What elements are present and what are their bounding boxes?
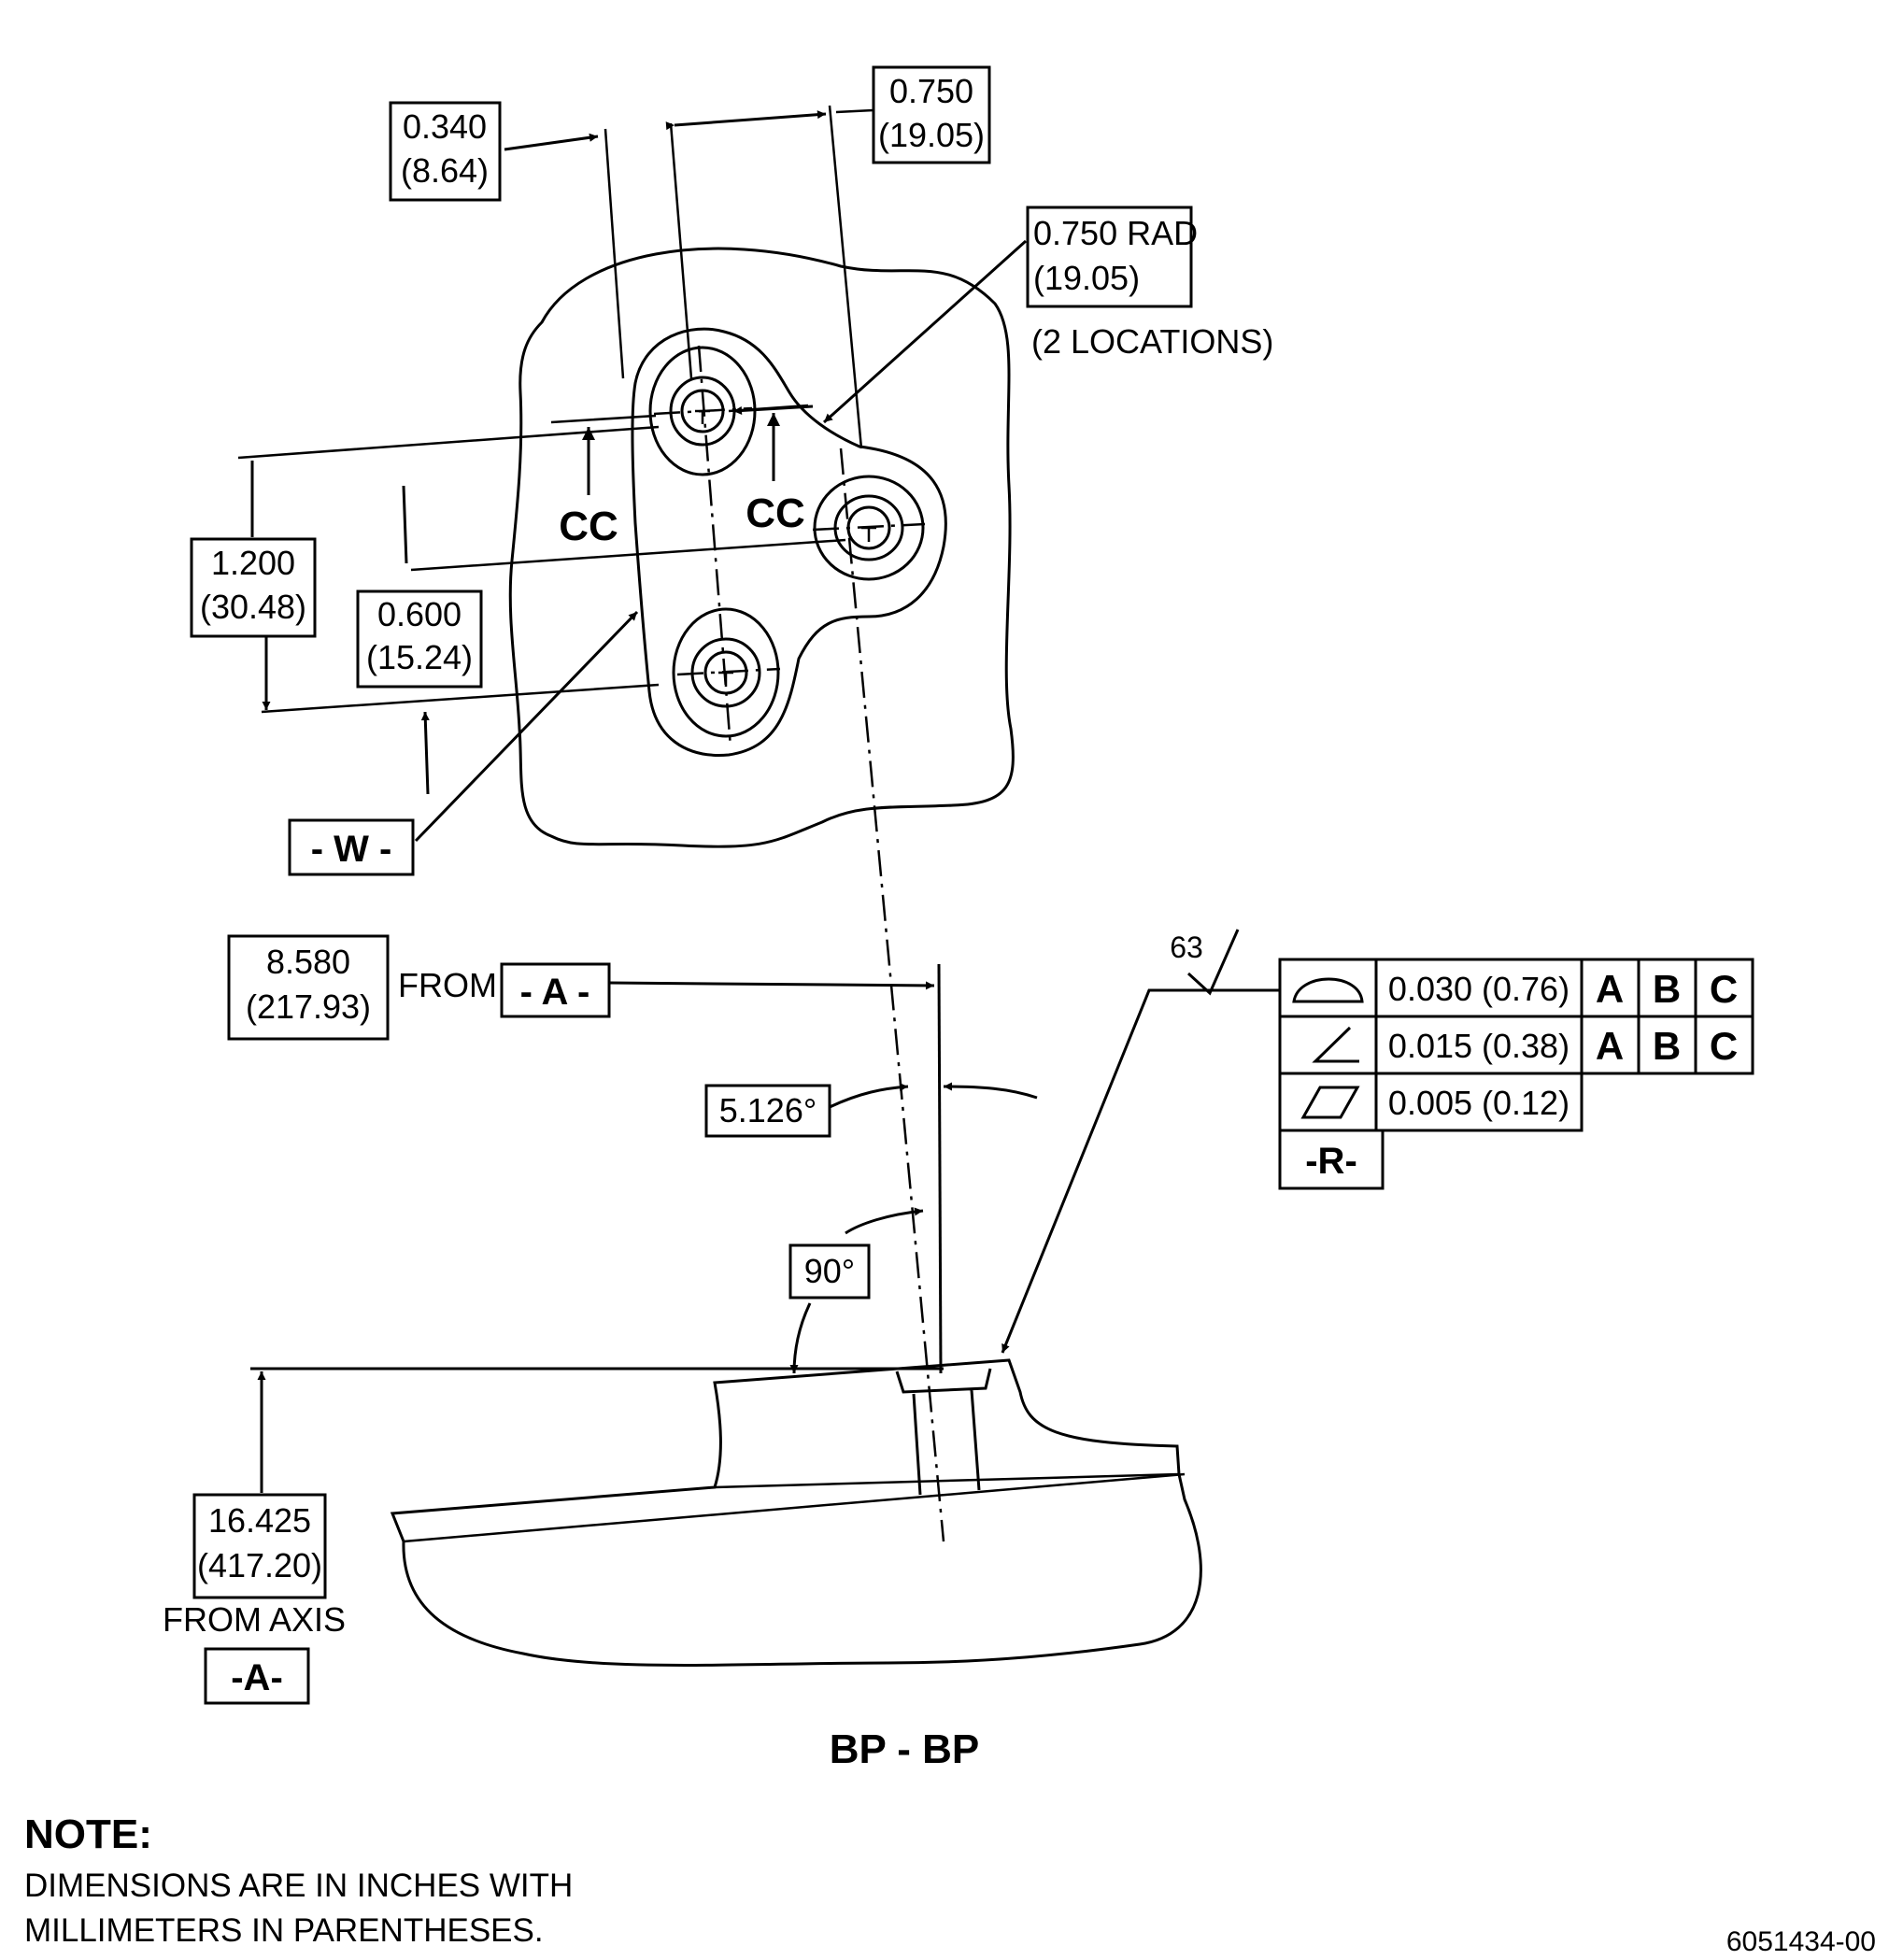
dim-16425-mm: (417.20) xyxy=(197,1546,322,1584)
fcf-row1-datum-a: A xyxy=(1596,967,1624,1011)
dim-box-1200 xyxy=(190,537,317,638)
dim-1200-inch: 1.200 xyxy=(211,544,295,582)
section-title: BP - BP xyxy=(830,1726,980,1772)
fcf-row2-datum-a: A xyxy=(1596,1024,1624,1068)
dim-box-0340 xyxy=(389,101,502,202)
dim-line-8580 xyxy=(608,981,935,990)
centerline-right-hole xyxy=(839,447,945,1542)
leader-0340 xyxy=(504,133,599,151)
surface-finish-value: 63 xyxy=(1170,930,1203,964)
bore xyxy=(895,1368,992,1496)
leader-datum-w xyxy=(414,610,639,843)
note-line-2: MILLIMETERS IN PARENTHESES. xyxy=(24,1912,544,1949)
dim-box-rad xyxy=(1026,206,1193,308)
fcf-row2-datum-c: C xyxy=(1710,1024,1738,1068)
angle-5126-label: 5.126° xyxy=(719,1091,817,1129)
leader-rad xyxy=(822,239,1028,424)
cc-label-right: CC xyxy=(746,490,805,536)
datum-a-axis-label: -A- xyxy=(231,1657,283,1698)
dim-box-8580 xyxy=(227,934,390,1041)
section-view xyxy=(250,929,1280,1667)
datum-w-label: - W - xyxy=(311,829,392,870)
plate-outline xyxy=(508,247,1015,848)
dim-8580-mm: (217.93) xyxy=(246,987,371,1026)
dim-0600-inch: 0.600 xyxy=(377,595,462,633)
dim-rad-locations: (2 LOCATIONS) xyxy=(1031,322,1273,361)
dim-box-16425 xyxy=(192,1493,327,1599)
datum-box-a-axis xyxy=(204,1647,310,1705)
datum-box-r xyxy=(1278,1129,1385,1190)
dim-rad-inch: 0.750 RAD xyxy=(1033,214,1198,252)
datum-a-dashed-label: - A - xyxy=(520,972,590,1013)
fcf-row2-tolerance: 0.015 (0.38) xyxy=(1388,1027,1569,1065)
fcf-row2-datum-b: B xyxy=(1653,1024,1681,1068)
dim-0750-inch: 0.750 xyxy=(889,72,973,110)
note-line-1: DIMENSIONS ARE IN INCHES WITH xyxy=(24,1868,573,1904)
drawing-number: 6051434-00 xyxy=(1726,1926,1876,1957)
fcf-row1-datum-b: B xyxy=(1653,967,1681,1011)
dim-arrows-0600 xyxy=(402,485,428,795)
dim-16425-inch: 16.425 xyxy=(208,1501,311,1540)
section-outline xyxy=(390,1358,1202,1667)
datum-box-a-dashed xyxy=(500,962,611,1018)
angle-box-5126 xyxy=(704,1084,831,1138)
extension-lines xyxy=(237,105,863,714)
dim-0750-mm: (19.05) xyxy=(878,116,985,154)
fcf-row1-datum-c: C xyxy=(1710,967,1738,1011)
angle-90-label: 90° xyxy=(804,1252,855,1290)
dim-rad-mm: (19.05) xyxy=(1033,259,1140,297)
dim-line-0750 xyxy=(665,110,827,131)
datum-box-w xyxy=(288,818,415,876)
angle-box-90 xyxy=(788,1243,871,1300)
centerline-holes xyxy=(697,345,732,748)
flatness-icon xyxy=(1300,1086,1360,1119)
dim-1200-mm: (30.48) xyxy=(200,588,306,626)
dim-box-0600 xyxy=(356,589,483,689)
fcf-row1-tolerance: 0.030 (0.76) xyxy=(1388,970,1569,1008)
dim-0340-inch: 0.340 xyxy=(403,107,487,146)
angularity-icon xyxy=(1312,1026,1359,1063)
profile-of-surface-icon xyxy=(1292,977,1364,1003)
dim-16425-from-axis: FROM AXIS xyxy=(163,1600,346,1639)
note-title: NOTE: xyxy=(24,1811,152,1857)
dim-8580-from: FROM xyxy=(398,966,497,1004)
dim-arrows-1200 xyxy=(250,461,266,710)
vertical-ref-line xyxy=(937,963,943,1374)
fcf-row3-tolerance: 0.005 (0.12) xyxy=(1388,1084,1569,1122)
datum-r-label: -R- xyxy=(1305,1141,1357,1182)
angle-arc-90 xyxy=(845,1207,924,1235)
dim-8580-inch: 8.580 xyxy=(266,943,350,981)
dim-0600-mm: (15.24) xyxy=(366,638,473,676)
cc-label-left: CC xyxy=(559,504,618,549)
dim-box-0750 xyxy=(872,65,991,164)
boss-outline xyxy=(631,327,947,757)
dim-0340-mm: (8.64) xyxy=(401,151,489,190)
angle-arrows-5126 xyxy=(829,1083,909,1109)
top-view xyxy=(237,105,1028,1542)
feature-control-frame: 0.030 (0.76) 0.015 (0.38) 0.005 (0.12) A… xyxy=(1278,958,1754,1190)
leader-fcf xyxy=(1001,988,1280,1354)
surface-finish-icon xyxy=(1186,929,1240,996)
